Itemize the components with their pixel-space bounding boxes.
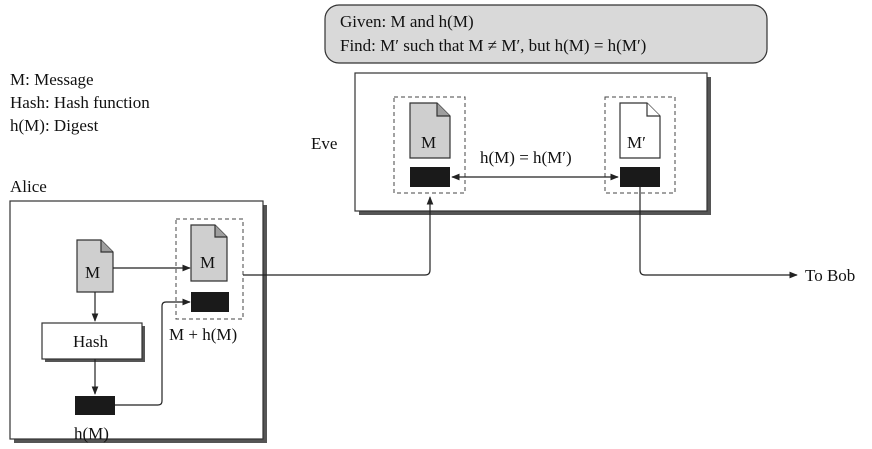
eve-original-message-label: M xyxy=(421,133,436,152)
callout-line-2: Find: M′ such that M ≠ M′, but h(M) = h(… xyxy=(340,36,646,55)
alice-bundle xyxy=(175,218,244,320)
alice-label: Alice xyxy=(10,177,47,196)
callout-box: Given: M and h(M) Find: M′ such that M ≠… xyxy=(324,4,768,64)
alice-digest-block xyxy=(75,396,115,415)
alice-box xyxy=(9,200,267,443)
alice-bundle-message-label: M xyxy=(200,253,215,272)
alice-digest-label: h(M) xyxy=(74,424,109,443)
eve-original-bundle xyxy=(393,96,466,194)
hash-box xyxy=(41,322,145,362)
eve-original-digest-block xyxy=(410,167,450,187)
eve-original-document-icon xyxy=(409,102,451,159)
arrow-eve-to-bob xyxy=(639,187,798,279)
eve-forged-bundle xyxy=(604,96,676,194)
legend-hash: Hash: Hash function xyxy=(10,93,150,112)
alice-bundle-document-icon xyxy=(190,224,228,282)
legend-digest: h(M): Digest xyxy=(10,116,99,135)
alice-bundle-caption: M + h(M) xyxy=(169,325,237,344)
legend: M: Message Hash: Hash function h(M): Dig… xyxy=(10,70,150,135)
eve-forged-digest-block xyxy=(620,167,660,187)
arrow-digest-to-bundle xyxy=(115,298,191,406)
eve-forged-document-icon xyxy=(619,102,661,159)
alice-bundle-digest-block xyxy=(191,292,229,312)
to-bob-label: To Bob xyxy=(805,266,855,285)
hash-label: Hash xyxy=(73,332,108,351)
alice-message-document-icon xyxy=(76,239,114,293)
callout-line-1: Given: M and h(M) xyxy=(340,12,474,31)
alice-message-label: M xyxy=(85,263,100,282)
arrow-alice-to-eve xyxy=(243,196,434,276)
eve-label: Eve xyxy=(311,134,337,153)
collision-label: h(M) = h(M′) xyxy=(480,148,572,167)
legend-message: M: Message xyxy=(10,70,94,89)
eve-forged-message-label: M′ xyxy=(627,133,646,152)
